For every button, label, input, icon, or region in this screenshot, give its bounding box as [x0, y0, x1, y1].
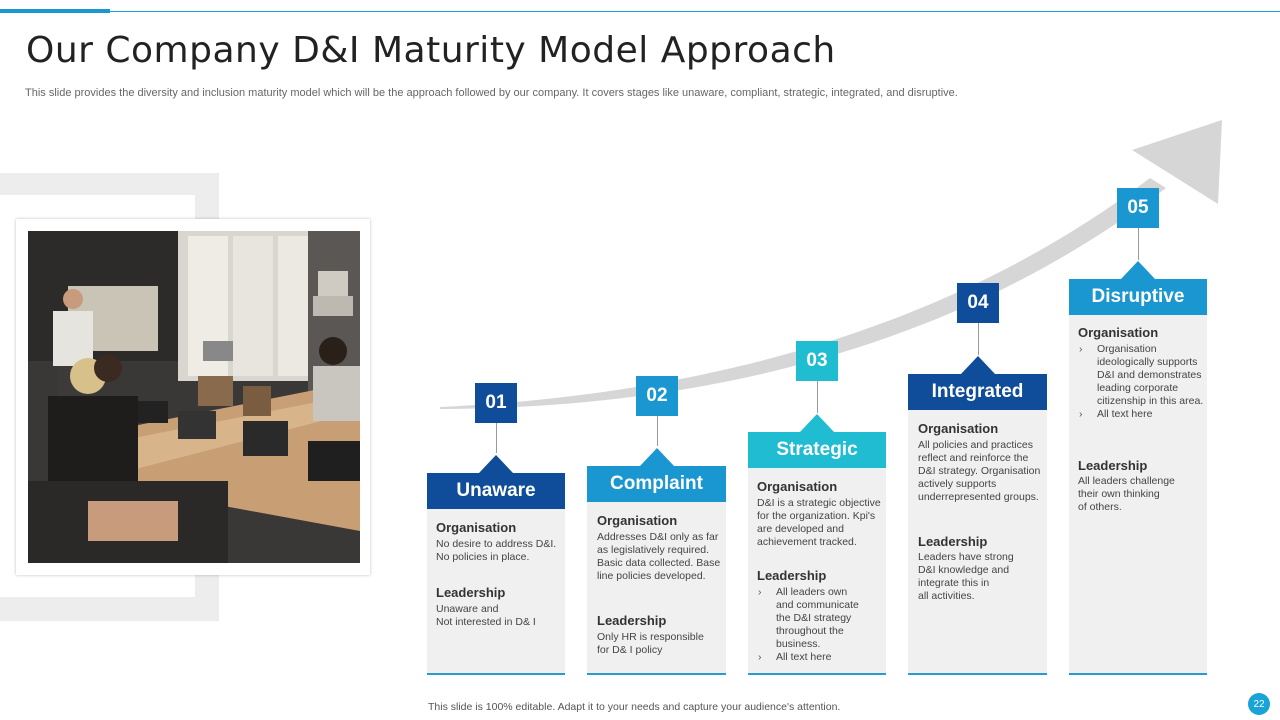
slide-title: Our Company D&I Maturity Model Approach	[26, 30, 836, 71]
stage-1-org-text: No desire to address D&I. No policies in…	[436, 538, 557, 563]
stage-5-connector	[1138, 228, 1139, 260]
stage-3-lead-bullet: All leaders own and communicate the D&I …	[757, 586, 886, 651]
top-rule	[0, 11, 1280, 12]
stage-1-lead-text: Unaware and Not interested in D& I	[436, 603, 536, 628]
stage-4-lead-text: Leaders have strong D&I knowledge and in…	[918, 551, 1014, 602]
stage-4-org-title: Organisation	[918, 421, 999, 436]
stage-2-org-text: Addresses D&I only as far as legislative…	[597, 531, 721, 582]
stage-4-connector	[978, 323, 979, 355]
stage-2-org-title: Organisation	[597, 513, 678, 528]
page-number-badge: 22	[1248, 693, 1270, 715]
stage-2-column	[587, 501, 726, 675]
stage-2-header: Complaint	[587, 466, 726, 502]
stage-3-connector	[817, 381, 818, 413]
stage-1-header: Unaware	[427, 473, 565, 509]
stage-5-org-title: Organisation	[1078, 325, 1159, 340]
meeting-photo	[28, 231, 360, 563]
slide-subtitle: This slide provides the diversity and in…	[25, 87, 958, 99]
stage-2-lead-text: Only HR is responsible for D& I policy	[597, 631, 704, 656]
stage-5-pointer	[1121, 261, 1155, 279]
stage-1-lead-title: Leadership	[436, 585, 506, 600]
stage-3-lead-title: Leadership	[757, 568, 827, 583]
stage-2-number: 02	[636, 376, 678, 416]
stage-1-number: 01	[475, 383, 517, 423]
stage-1-column	[427, 508, 565, 675]
stage-4-lead-title: Leadership	[918, 534, 988, 549]
stage-3-number: 03	[796, 341, 838, 381]
stage-5-org-list: Organisation ideologically supports D&I …	[1078, 343, 1207, 421]
stage-3-org-title: Organisation	[757, 479, 838, 494]
stage-3-pointer	[800, 414, 834, 432]
stage-3-lead-bullet: All text here	[757, 651, 886, 664]
stage-4-org-text: All policies and practices reflect and r…	[918, 439, 1041, 503]
stage-3-lead-list: All leaders own and communicate the D&I …	[757, 586, 886, 664]
stage-4-column	[908, 409, 1047, 675]
stage-5-org-bullet: All text here	[1078, 408, 1207, 421]
stage-4-number: 04	[957, 283, 999, 323]
stage-2-lead-title: Leadership	[597, 613, 667, 628]
stage-4-pointer	[961, 356, 995, 374]
stage-4-header: Integrated	[908, 374, 1047, 410]
stage-2-connector	[657, 416, 658, 446]
slide-footer: This slide is 100% editable. Adapt it to…	[428, 701, 841, 713]
stage-1-connector	[496, 423, 497, 453]
stage-2-pointer	[640, 448, 674, 466]
stage-1-org-title: Organisation	[436, 520, 517, 535]
stage-3-org-text: D&I is a strategic objective for the org…	[757, 497, 881, 548]
stage-1-pointer	[479, 455, 513, 473]
stage-3-header: Strategic	[748, 432, 886, 468]
stage-5-lead-title: Leadership	[1078, 458, 1148, 473]
stage-5-header: Disruptive	[1069, 279, 1207, 315]
top-rule-accent	[0, 9, 110, 13]
stage-5-org-bullet: Organisation ideologically supports D&I …	[1078, 343, 1207, 408]
stage-5-number: 05	[1117, 188, 1159, 228]
stage-5-lead-text: All leaders challenge their own thinking…	[1078, 475, 1175, 513]
